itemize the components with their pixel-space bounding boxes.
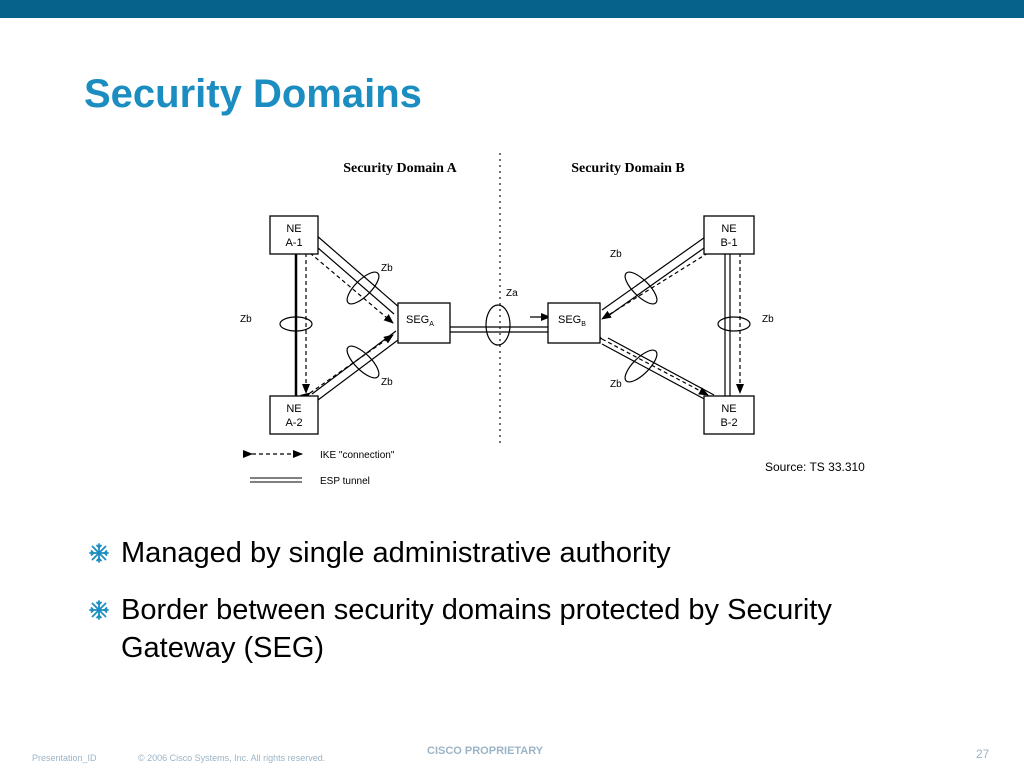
zb-ellipse-b-vertical xyxy=(717,316,751,332)
ike-connections xyxy=(300,244,744,402)
snowflake-bullet-icon xyxy=(89,543,109,563)
node-ne-a2 xyxy=(269,395,319,435)
seg-b-label: SEGB xyxy=(558,314,586,328)
snowflake-bullet-icon xyxy=(89,600,109,620)
bullet-text: Managed by single administrative authori… xyxy=(121,537,671,569)
node-seg-a xyxy=(397,302,451,344)
esp-tunnel-a1-sega-2 xyxy=(309,240,395,315)
domain-a-label: Security Domain A xyxy=(343,161,457,176)
esp-tunnel-a2-sega-2 xyxy=(317,336,403,401)
security-domains-diagram: Security Domain A Security Domain B xyxy=(240,153,774,487)
esp-tunnel-b1-segb xyxy=(601,234,709,311)
za-ellipse xyxy=(485,304,511,346)
zb-label-a-vertical: Zb xyxy=(240,314,252,325)
zb-label-b-lower: Zb xyxy=(610,379,622,390)
ne-a2-line2: A-2 xyxy=(285,417,302,429)
ne-b2-line1: NE xyxy=(721,403,736,415)
node-ne-b1 xyxy=(703,215,755,255)
node-ne-a1 xyxy=(269,215,319,255)
zb-ellipse-b-lower xyxy=(624,349,658,383)
legend-esp-label: ESP tunnel xyxy=(320,476,370,487)
esp-tunnel-b2-segb xyxy=(601,343,709,402)
node-seg-b xyxy=(547,302,601,344)
ne-a1-line1: NE xyxy=(286,223,301,235)
footer-proprietary: CISCO PROPRIETARY xyxy=(427,745,544,757)
bullet-item: Managed by single administrative authori… xyxy=(88,534,888,572)
source-citation: Source: TS 33.310 xyxy=(765,460,865,474)
bullet-item: Border between security domains protecte… xyxy=(88,591,888,667)
seg-a-label: SEGA xyxy=(406,314,434,328)
ne-b1-line1: NE xyxy=(721,223,736,235)
esp-tunnels xyxy=(309,234,731,402)
zb-ellipse-b-upper xyxy=(624,271,658,305)
node-ne-b2 xyxy=(703,395,755,435)
za-label: Za xyxy=(506,288,518,299)
zb-ellipse-a-lower xyxy=(346,345,380,379)
ne-b1-line2: B-1 xyxy=(720,237,737,249)
page-number: 27 xyxy=(976,747,990,761)
footer-presentation-id: Presentation_ID xyxy=(32,753,97,763)
top-bar xyxy=(0,0,1024,18)
zb-ellipse-a-vertical xyxy=(279,316,313,332)
ike-a2-sega xyxy=(300,334,394,402)
domain-b-label: Security Domain B xyxy=(571,161,685,176)
esp-tunnel-b2-segb-2 xyxy=(607,337,715,396)
bullet-list: Managed by single administrative authori… xyxy=(88,534,888,686)
ike-segb-b2 xyxy=(592,331,709,396)
zb-ellipse-a-upper xyxy=(346,271,380,305)
footer-copyright: © 2006 Cisco Systems, Inc. All rights re… xyxy=(138,753,326,763)
ne-a1-line2: A-1 xyxy=(285,237,302,249)
zb-label-a-upper: Zb xyxy=(381,263,393,274)
legend-ike-label: IKE "connection" xyxy=(320,450,395,461)
bullet-text: Border between security domains protecte… xyxy=(121,594,832,664)
ne-a2-line1: NE xyxy=(286,403,301,415)
zb-label-b-upper: Zb xyxy=(610,249,622,260)
ike-b1-segb xyxy=(601,244,718,320)
ne-b2-line2: B-2 xyxy=(720,417,737,429)
zb-label-a-lower: Zb xyxy=(381,377,393,388)
slide-title: Security Domains xyxy=(84,72,422,116)
zb-label-b-vertical: Zb xyxy=(762,314,774,325)
